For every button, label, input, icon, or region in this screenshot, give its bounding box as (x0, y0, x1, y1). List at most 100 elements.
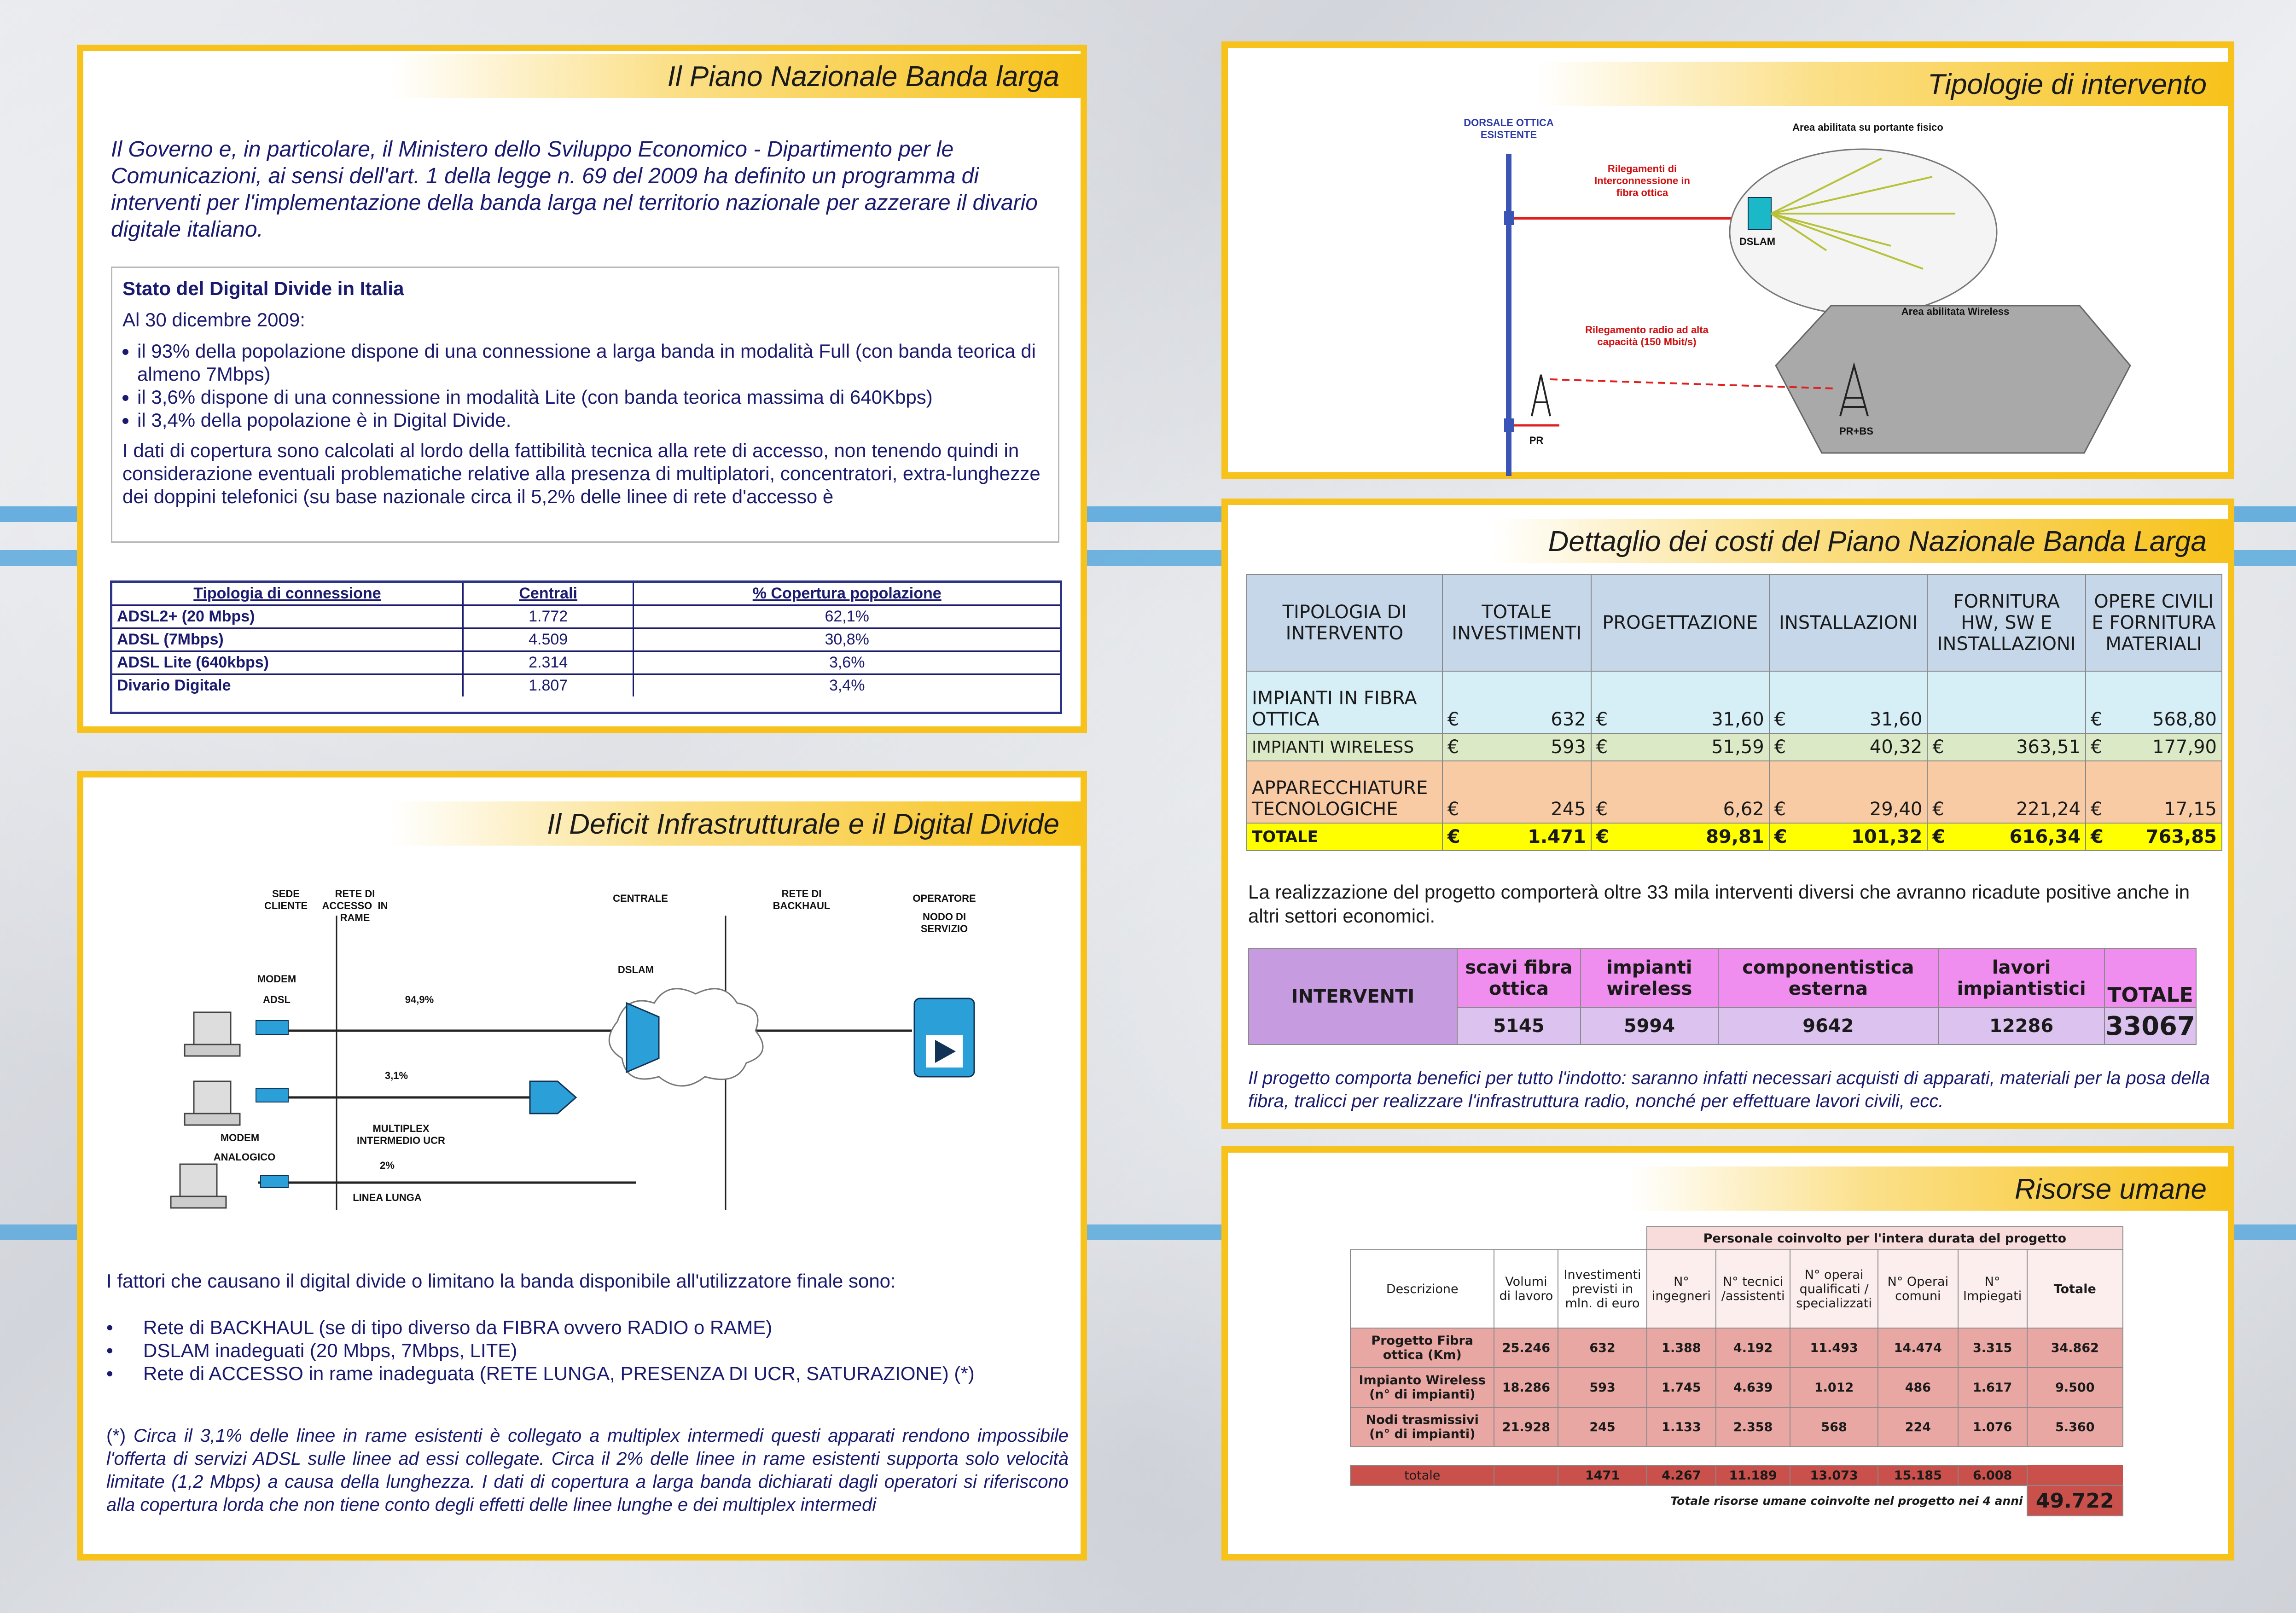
value: 6,62 (1723, 799, 1764, 820)
table-header: Centrali (463, 583, 634, 606)
interventi-header: impianti wireless (1580, 948, 1719, 1008)
interventi-value: 9642 (1717, 1007, 1939, 1045)
euro-sign: € (2091, 826, 2104, 847)
hr-cell: 1.076 (1957, 1407, 2028, 1447)
costs-cell: €221,24 (1927, 760, 2087, 824)
costs-cell: €40,32 (1768, 733, 1928, 761)
hr-cell: 486 (1877, 1367, 1959, 1408)
hr-cell: 3.315 (1957, 1328, 2028, 1368)
costs-header: OPERE CIVILI E FORNITURA MATERIALI (2085, 574, 2222, 672)
costs-cell: €593 (1442, 733, 1592, 761)
costs-cell: €1.471 (1442, 823, 1592, 851)
label-3-1: 3,1% (384, 1070, 408, 1081)
hr-cell: 1.745 (1646, 1367, 1717, 1408)
hr-header: N° ingegneri (1646, 1249, 1717, 1329)
label-area-fisico: Area abilitata su portante fisico (1792, 122, 1943, 133)
costs-row: APPARECCHIATURE TECNOLOGICHE €245 €6,62 … (1246, 760, 2222, 824)
interventi-table-wrap: INTERVENTI scavi fibra ottica impianti w… (1248, 948, 2197, 1045)
label-dorsale: DORSALE OTTICA ESISTENTE (1464, 117, 1554, 140)
costs-cell: IMPIANTI IN FIBRA OTTICA (1246, 671, 1443, 734)
label-modem: MODEM (257, 973, 296, 985)
hr-grand-total: 49.722 (2026, 1485, 2124, 1516)
coverage-table-frame: Tipologia di connessione Centrali % Cope… (110, 580, 1062, 714)
costs-header: FORNITURA HW, SW E INSTALLAZIONI (1927, 574, 2087, 672)
panel-title: Tipologie di intervento (1927, 69, 2207, 100)
hr-row: Impianto Wireless (n° di impianti)18.286… (1349, 1367, 2124, 1408)
table-cell: 3,4% (829, 677, 865, 694)
hr-table-wrap: Personale coinvolto per l'intera durata … (1349, 1226, 2124, 1516)
panel-dettaglio-costi: Dettaglio dei costi del Piano Nazionale … (1221, 499, 2234, 1129)
label-sede: SEDE CLIENTE (264, 888, 308, 911)
euro-sign: € (1447, 737, 1459, 758)
value: 51,59 (1711, 737, 1764, 758)
hr-header: Totale (2026, 1249, 2124, 1329)
value: 29,40 (1869, 799, 1923, 820)
costs-cell: APPARECCHIATURE TECNOLOGICHE (1246, 760, 1443, 824)
hr-cell: 1.012 (1790, 1367, 1879, 1408)
panel-title: Risorse umane (2015, 1173, 2207, 1205)
factor-item: Rete di ACCESSO in rame inadeguata (RETE… (143, 1363, 975, 1384)
euro-sign: € (1932, 737, 1944, 758)
digital-divide-box: Stato del Digital Divide in Italia Al 30… (111, 267, 1059, 543)
value: 31,60 (1869, 709, 1923, 730)
hr-footer: Totale risorse umane coinvolte nel proge… (1670, 1494, 2023, 1508)
hr-cell: 4.267 (1646, 1465, 1717, 1486)
value: 101,32 (1851, 826, 1923, 847)
hr-cell: 4.639 (1715, 1367, 1791, 1408)
euro-sign: € (1447, 826, 1460, 847)
panel-title-bar: Risorse umane (1629, 1166, 2228, 1211)
hr-cell: 245 (1558, 1407, 1647, 1447)
panel-risorse-umane: Risorse umane Personale coinvolto per l'… (1221, 1146, 2234, 1561)
costs-row: IMPIANTI WIRELESS €593 €51,59 €40,32 €36… (1246, 733, 2222, 761)
hr-spacer-row (1350, 1447, 2123, 1465)
label-operatore: OPERATORE (913, 893, 976, 904)
costs-cell: €616,34 (1927, 823, 2087, 851)
value: 177,90 (2152, 737, 2217, 758)
interventi-table: INTERVENTI scavi fibra ottica impianti w… (1248, 948, 2197, 1045)
hr-header: Volumi di lavoro (1494, 1249, 1559, 1329)
coverage-note: I dati di copertura sono calcolati al lo… (122, 440, 1040, 507)
hr-header: N° Operai comuni (1877, 1249, 1959, 1329)
box-date: Al 30 dicembre 2009: (122, 309, 305, 331)
costs-cell: IMPIANTI WIRELESS (1246, 733, 1443, 761)
label-modem2: MODEM (220, 1132, 260, 1143)
costs-cell: €31,60 (1768, 671, 1928, 734)
hr-cell: 1.388 (1646, 1328, 1717, 1368)
interventi-header: scavi fibra ottica (1456, 948, 1581, 1008)
value: 31,60 (1711, 709, 1764, 730)
label-pr-bs: PR+BS (1839, 425, 1873, 437)
value: 221,24 (2016, 799, 2081, 820)
costs-cell: €632 (1442, 671, 1592, 734)
costs-cell: TOTALE (1246, 823, 1443, 851)
hr-cell: 34.862 (2026, 1328, 2124, 1368)
hr-cell: Progetto Fibra ottica (Km) (1349, 1328, 1495, 1368)
interventi-header: lavori impiantistici (1938, 948, 2105, 1008)
label-dslam: DSLAM (617, 964, 654, 975)
euro-sign: € (1774, 709, 1786, 730)
euro-sign: € (1774, 826, 1787, 847)
hr-header-row: Descrizione Volumi di lavoro Investiment… (1349, 1249, 2124, 1329)
label-area-wireless: Area abilitata Wireless (1901, 306, 2010, 317)
euro-sign: € (1774, 799, 1786, 820)
hr-cell: 5.360 (2026, 1407, 2124, 1447)
costs-table: TIPOLOGIA DI INTERVENTO TOTALE INVESTIME… (1246, 574, 2222, 851)
table-cell: 4.509 (463, 628, 634, 652)
panel-title: Il Piano Nazionale Banda larga (667, 61, 1059, 93)
costs-header: TIPOLOGIA DI INTERVENTO (1246, 574, 1443, 672)
costs-cell: €51,59 (1590, 733, 1770, 761)
euro-sign: € (1596, 826, 1609, 847)
panel-title-bar: Il Piano Nazionale Banda larga (390, 54, 1081, 98)
table-cell: ADSL Lite (640kbps) (112, 651, 464, 675)
euro-sign: € (1596, 799, 1608, 820)
panel-deficit-infrastrutturale: Il Deficit Infrastrutturale e il Digital… (77, 771, 1087, 1561)
hr-table: Personale coinvolto per l'intera durata … (1349, 1226, 2124, 1516)
label-rilegamenti: Rilegamenti di Interconnessione in fibra… (1594, 163, 1690, 198)
label-94-9: 94,9% (405, 994, 434, 1005)
euro-sign: € (1447, 799, 1459, 820)
coverage-table: Tipologia di connessione Centrali % Cope… (112, 583, 1060, 696)
costs-row: IMPIANTI IN FIBRA OTTICA €632 €31,60 €31… (1246, 671, 2222, 734)
table-cell: 3,6% (633, 651, 1060, 675)
